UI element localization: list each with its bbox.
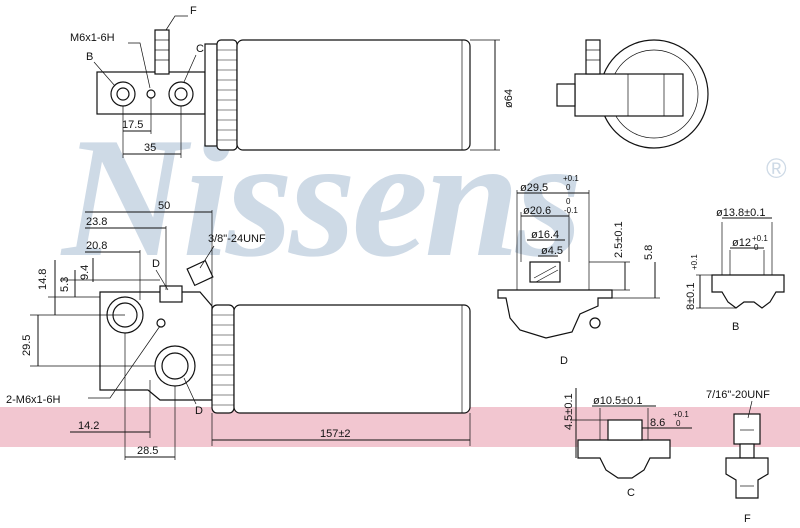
side-knurl-lines xyxy=(212,314,234,406)
detail-d: ø29.5 +0.1 0 ø20.6 0 -0.1 ø16.4 ø4.5 2.5… xyxy=(497,174,660,367)
detail-b-dia-13-8: ø13.8±0.1 xyxy=(716,207,765,219)
dim-28-5: 28.5 xyxy=(137,445,158,457)
detail-b-dim-8-tol: +0.1 xyxy=(690,254,699,270)
top-cyl-body xyxy=(236,39,471,151)
side-cyl-body xyxy=(233,304,471,414)
thread-label-2x: 2-M6x1-6H xyxy=(6,394,60,406)
detail-f-thread: 7/16"-20UNF xyxy=(706,389,770,401)
detail-c-dia-10-5: ø10.5±0.1 xyxy=(593,395,642,407)
detail-f: 7/16"-20UNF F xyxy=(706,389,770,525)
dim-dia64: ø64 xyxy=(503,89,515,108)
port-c-inner xyxy=(174,87,188,101)
detail-b: ø13.8±0.1 ø12 +0.1 0 8±0.1 +0.1 B xyxy=(685,207,785,333)
side-valve xyxy=(159,285,183,303)
detail-c-dim-8-6: 8.6 xyxy=(650,417,665,429)
detail-d-dia-16-4: ø16.4 xyxy=(531,229,559,241)
detail-b-label: B xyxy=(732,321,739,333)
dim-14-2: 14.2 xyxy=(78,420,99,432)
end-valve xyxy=(585,39,601,75)
thread-label-top: M6x1-6H xyxy=(70,32,115,44)
side-bolt-hole xyxy=(156,318,166,328)
end-flange xyxy=(574,73,684,117)
detail-c-body xyxy=(577,439,671,479)
detail-c: ø10.5±0.1 4.5±0.1 8.6 +0.1 0 C xyxy=(563,388,692,499)
side-valve-cap xyxy=(186,259,214,287)
detail-b-body xyxy=(711,274,785,309)
callout-d1: D xyxy=(152,258,160,270)
watermark-registered: ® xyxy=(766,153,787,184)
detail-c-tol-8-6-up: +0.1 xyxy=(673,410,689,419)
detail-c-label: C xyxy=(627,487,635,499)
end-side-port xyxy=(556,83,576,107)
detail-d-tol-20-6-lo: -0.1 xyxy=(564,206,578,215)
detail-f-cap xyxy=(733,413,761,445)
detail-d-hole xyxy=(589,317,601,329)
dim-35: 35 xyxy=(144,142,156,154)
dim-50: 50 xyxy=(158,200,170,212)
valve-f xyxy=(154,29,170,75)
side-view: 157±2 50 23.8 20.8 14.8 5.3 9.4 29.5 14.… xyxy=(6,200,471,460)
dim-5-3: 5.3 xyxy=(59,277,71,292)
detail-d-dim-2-5: 2.5±0.1 xyxy=(613,221,625,258)
detail-d-tol-29-5-lo: 0 xyxy=(566,183,571,192)
dim-23-8: 23.8 xyxy=(86,216,107,228)
dim-157: 157±2 xyxy=(320,428,351,440)
detail-d-body xyxy=(497,289,613,339)
port-b-inner xyxy=(116,87,130,101)
detail-b-dia-12: ø12 xyxy=(732,237,751,249)
bolt-hole-top xyxy=(146,89,156,99)
callout-c: C xyxy=(196,43,204,55)
callout-b: B xyxy=(86,51,93,63)
detail-b-tol-12-lo: 0 xyxy=(754,243,759,252)
dim-17-5: 17.5 xyxy=(122,119,143,131)
top-cyl-knurl xyxy=(216,39,238,151)
top-cyl-collar xyxy=(204,43,218,147)
thread-label-side: 3/8"-24UNF xyxy=(208,233,266,245)
detail-d-dim-5-8: 5.8 xyxy=(643,245,655,260)
detail-d-dia-4-5: ø4.5 xyxy=(541,245,563,257)
detail-d-tol-20-6-up: 0 xyxy=(566,197,571,206)
detail-d-dia-29-5: ø29.5 xyxy=(520,182,548,194)
detail-f-neck xyxy=(739,443,755,459)
callout-d2: D xyxy=(195,405,203,417)
detail-f-label: F xyxy=(744,513,751,525)
dim-9-4: 9.4 xyxy=(79,265,91,280)
detail-b-tol-12-up: +0.1 xyxy=(752,234,768,243)
callout-f: F xyxy=(190,5,197,17)
knurl-lines xyxy=(217,49,237,141)
dim-29-5: 29.5 xyxy=(21,335,33,356)
detail-d-dia-20-6: ø20.6 xyxy=(523,205,551,217)
dim-14-8: 14.8 xyxy=(37,269,49,290)
detail-c-dim-4-5: 4.5±0.1 xyxy=(563,393,575,430)
detail-c-boss xyxy=(607,419,643,441)
top-view: ø64 17.5 35 M6x1-6H F B C xyxy=(70,5,515,158)
side-cyl-knurl xyxy=(211,304,235,414)
detail-b-dim-8: 8±0.1 xyxy=(685,283,697,310)
detail-d-tol-29-5-up: +0.1 xyxy=(563,174,579,183)
detail-c-tol-8-6-lo: 0 xyxy=(676,419,681,428)
detail-f-body xyxy=(725,457,769,499)
end-view xyxy=(556,39,709,149)
detail-d-label: D xyxy=(560,355,568,367)
dim-20-8: 20.8 xyxy=(86,240,107,252)
side-port-lower-inner xyxy=(161,352,189,380)
